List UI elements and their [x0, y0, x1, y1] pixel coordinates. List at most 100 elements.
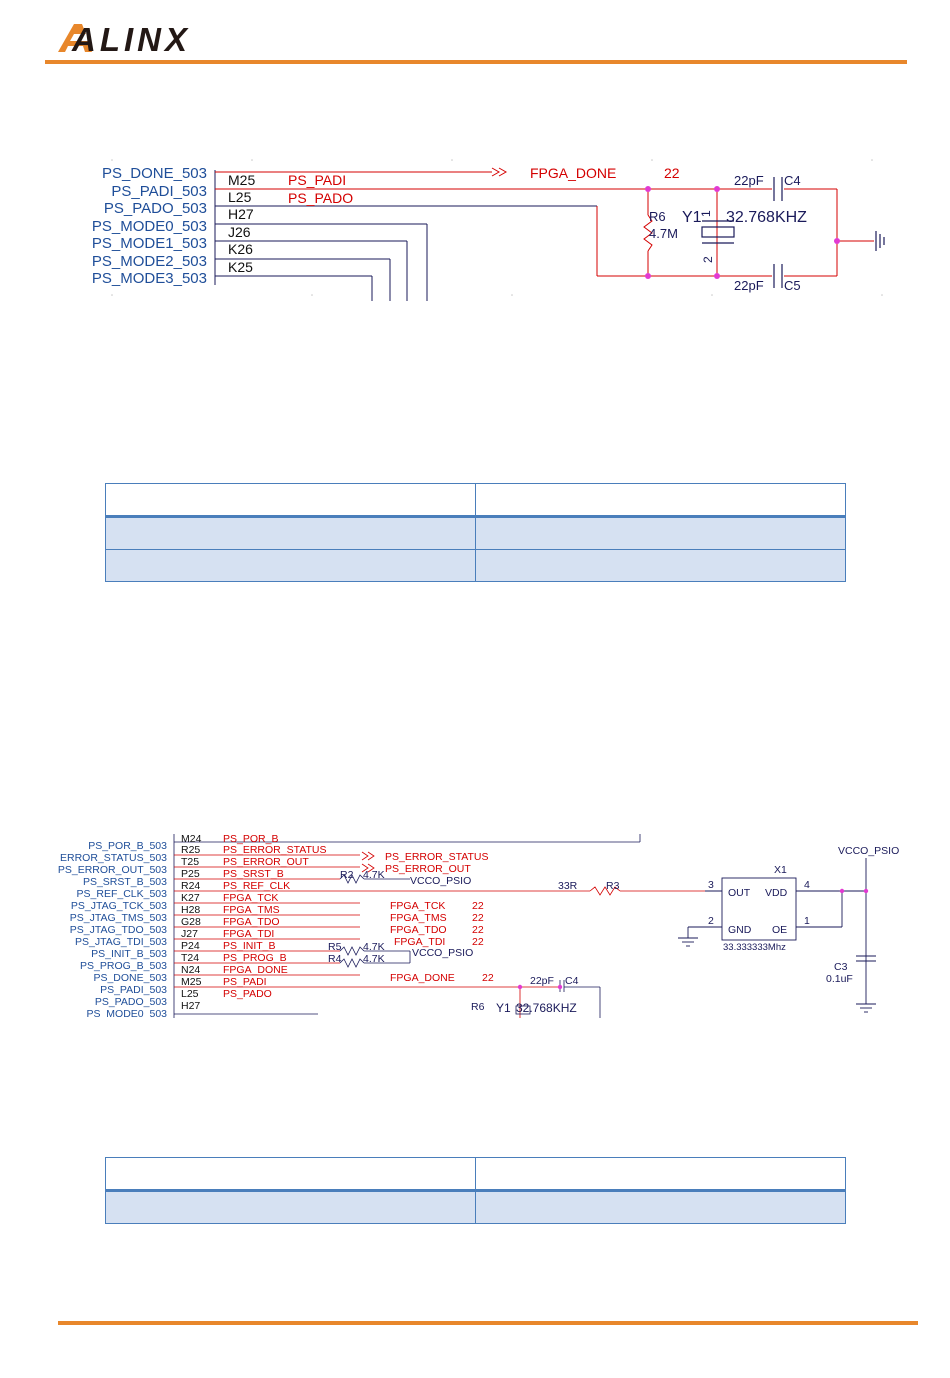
fig1-junctions: [645, 186, 840, 279]
net-label: PS_REF_CLK: [223, 880, 290, 892]
jtag-number: 22: [472, 936, 484, 948]
net-label: FPGA_TMS: [223, 904, 280, 916]
pin-label: K26: [228, 241, 253, 257]
r3-value: 33R: [558, 880, 578, 892]
schematic-figure-2: PS_POR_B_503 ERROR_STATUS_503 PS_ERROR_O…: [58, 834, 899, 1018]
r4-value: 4.7K: [363, 953, 385, 965]
table-header-row: [105, 1157, 846, 1192]
pin-label: P24: [181, 940, 200, 952]
c4-value: 22pF: [530, 975, 554, 987]
y1-pin1: 1: [699, 210, 713, 217]
pin-label: G28: [181, 916, 201, 928]
jtag-port: FPGA_TDO: [390, 924, 447, 936]
table-header-row: [105, 483, 846, 518]
net-label: FPGA_DONE: [223, 964, 288, 976]
fig1-red-nets: [215, 167, 874, 277]
logo-mark: [58, 24, 92, 52]
r6-label: R6: [471, 1001, 485, 1013]
vcco-label: VCCO_PSIO: [410, 875, 471, 887]
fpga-done-label: FPGA_DONE: [390, 972, 455, 984]
jtag-port: FPGA_TMS: [390, 912, 447, 924]
r3-label: R3: [606, 880, 620, 892]
r2-label: R2: [340, 869, 354, 881]
r2-value: 4.7K: [363, 869, 385, 881]
x1-label: X1: [774, 864, 787, 876]
signal-label: PS_PADI_503: [111, 183, 207, 200]
pin-label: J26: [228, 224, 251, 240]
table-cell: [475, 483, 846, 518]
pin-label: H28: [181, 904, 200, 916]
x1-pin-name: OE: [772, 924, 787, 936]
r5-value: 4.7K: [363, 941, 385, 953]
r6-label: R6: [649, 209, 666, 224]
pin-label: P25: [181, 868, 200, 880]
fig1-net-labels: PS_PADI PS_PADO FPGA_DONE 22: [288, 165, 680, 206]
r4-label: R4: [328, 953, 342, 965]
y1-value: 32.768KHZ: [516, 1001, 577, 1015]
fig2-oscillator: [678, 858, 876, 1013]
fig1-signal-labels: PS_DONE_503 PS_PADI_503 PS_PADO_503 PS_M…: [92, 165, 207, 287]
c4-value: 22pF: [734, 173, 764, 188]
net-label: FPGA_TCK: [223, 892, 278, 904]
fig1-grid: [111, 159, 883, 296]
signal-label: PS_JTAG_TMS_503: [70, 912, 167, 924]
x1-pin: 4: [804, 879, 810, 891]
y1-pin2: 2: [701, 256, 715, 263]
net-label: PS_PADI: [223, 976, 267, 988]
y1-value: 32.768KHZ: [726, 209, 807, 226]
pin-label: K27: [181, 892, 200, 904]
x1-pin: 1: [804, 915, 810, 927]
pin-label: M25: [181, 976, 202, 988]
fig2-pin-labels: M24 R25 T25 P25 R24 K27 H28 G28 J27 P24 …: [181, 834, 202, 1012]
net-label: PS_PROG_B: [223, 952, 287, 964]
fpga-done-number: 22: [664, 165, 680, 181]
table-cell: [105, 1157, 476, 1192]
y1-label: Y1: [682, 209, 702, 226]
signal-label: PS_ERROR_OUT_503: [58, 864, 167, 876]
fpga-done-number: 22: [482, 972, 494, 984]
footer-rule: [58, 1321, 918, 1325]
r5-label: R5: [328, 941, 342, 953]
jtag-number: 22: [472, 924, 484, 936]
jtag-number: 22: [472, 912, 484, 924]
fpga-done-label: FPGA_DONE: [530, 165, 616, 181]
pin-label: R25: [181, 844, 200, 856]
signal-label: PS_PADI_503: [100, 984, 167, 996]
x1-pin: 3: [708, 879, 714, 891]
signal-label: PS_SRST_B_503: [83, 876, 167, 888]
table-row: [105, 549, 846, 582]
signal-label: PS_MODE1_503: [92, 235, 207, 252]
c3-label: C3: [834, 961, 848, 973]
table-cell: [475, 516, 846, 550]
pin-label: N24: [181, 964, 200, 976]
pin-label: K25: [228, 259, 253, 275]
c5-value: 22pF: [734, 278, 764, 293]
fig1-components: [701, 177, 885, 288]
pin-label: L25: [228, 189, 252, 205]
fig2-signal-labels: PS_POR_B_503 ERROR_STATUS_503 PS_ERROR_O…: [58, 840, 167, 1018]
header-rule: [45, 60, 907, 64]
pin-table-1: [105, 483, 846, 582]
pin-label: R24: [181, 880, 200, 892]
pin-label: L25: [181, 988, 199, 1000]
net-label: PS_PADO: [288, 190, 353, 206]
net-label: PS_ERROR_STATUS: [223, 844, 326, 856]
signal-label: PS_MODE3_503: [92, 270, 207, 287]
signal-label: ERROR_STATUS_503: [60, 852, 167, 864]
signal-label: PS_DONE_503: [102, 165, 207, 182]
signal-label: PS_PADO_503: [95, 996, 167, 1008]
fig1-pin-labels: M25 L25 H27 J26 K26 K25: [228, 172, 255, 275]
net-label: PS_POR_B: [223, 834, 278, 845]
fig2-junctions: [517, 888, 869, 990]
y1-label: Y1: [496, 1001, 511, 1015]
net-label: PS_PADI: [288, 172, 346, 188]
c4-label: C4: [784, 173, 801, 188]
signal-label: PS_JTAG_TCK_503: [71, 900, 167, 912]
pin-label: M24: [181, 834, 202, 845]
vcco-label: VCCO_PSIO: [838, 845, 899, 857]
pin-label: M25: [228, 172, 255, 188]
table-cell: [475, 1190, 846, 1224]
fig2-component-labels: R2 4.7K VCCO_PSIO R5 4.7K R4 4.7K VCCO_P…: [328, 845, 899, 1015]
c5-label: C5: [784, 278, 801, 293]
signal-label: PS_JTAG_TDO_503: [70, 924, 167, 936]
